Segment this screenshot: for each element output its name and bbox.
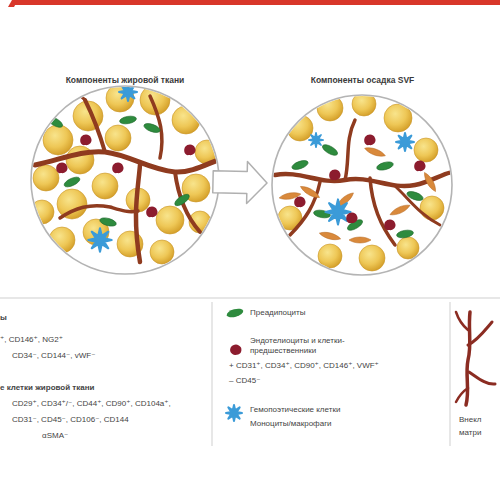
circle-background [32,87,218,273]
blood-vessel [60,206,138,218]
fat-cell [43,125,73,155]
legend-swatch-layer [224,338,248,362]
fat-cell [414,138,438,162]
matrix-branch [456,388,468,402]
blood-vessel [62,91,85,100]
fat-cell [172,106,200,134]
legend-text: Гемопоэтические клетки [250,405,400,415]
stromal-cell [422,171,438,193]
header-bar [0,0,500,5]
adipose-tissue-art [30,83,219,264]
marker-text: ы [0,313,7,323]
legend-swatch [230,344,241,355]
endothelial-cell [112,162,123,173]
circle-title: Компоненты жировой ткани [25,75,225,85]
legend-swatch-layer [222,401,246,425]
matrix-branch [468,322,492,345]
fat-cell [33,165,59,191]
divider-line [212,302,213,446]
circle-outline [31,86,219,274]
stromal-cell [389,203,411,218]
fat-cell [92,173,118,199]
endothelial-cell [414,160,425,171]
divider-line [0,298,500,299]
marker-text: – CD45⁻ [229,376,260,386]
stromal-cell [319,230,342,241]
marker-text: + CD31⁺, CD34⁺, CD90⁺, CD146⁺, VWF⁺ [229,361,379,371]
legend-text: Внекл матри [459,413,495,439]
preadipocyte [63,175,81,189]
blood-vessel [370,178,395,245]
circle-outline-layer [25,68,225,280]
tissue-circle: Компоненты осадка SVF [265,68,460,280]
fat-cell [57,189,87,219]
legend-text: Преадипоциты [250,308,400,318]
fat-cell [397,237,419,259]
fat-cell [359,245,385,271]
endothelial-cell [329,169,340,180]
fat-cell [420,196,444,220]
endothelial-cell [184,144,195,155]
circle-title: Компоненты осадка SVF [265,75,460,85]
fat-cell [318,244,342,268]
preadipocyte [291,159,309,172]
fat-cell [317,95,343,121]
legend-text: Эндотелиоциты и клетки- предшественники [250,336,368,356]
legend-swatch-layer [223,301,247,325]
preadipocyte [321,143,339,158]
divider-line [450,302,451,446]
endothelial-cell [146,206,157,217]
stromal-cell [349,237,371,243]
preadipocyte [99,216,117,227]
marker-text: Моноциты/макрофаги [250,419,332,429]
hematopoietic-cell [88,228,111,251]
marker-text: е клетки жировой ткани [0,383,94,393]
hematopoietic-cell [309,133,323,147]
preadipocyte [376,160,394,171]
marker-text: CD29⁺, CD34⁺/⁻, CD44⁺, CD90⁺, CD104a⁺, [12,399,171,409]
marker-text: CD34⁻, CD144⁻, vWF⁻ [12,351,95,361]
endothelial-cell [346,212,357,223]
endothelial-cell [384,219,395,230]
circle-outline [272,95,452,275]
matrix-icon [456,312,495,405]
fat-cell [150,240,174,264]
legend-swatch [226,405,242,421]
preadipocyte [406,190,424,203]
preadipocyte [119,115,137,125]
blood-vessel [345,120,355,180]
endothelial-cell [80,134,91,145]
hematopoietic-cell [396,133,414,151]
marker-text: αSMA⁻ [42,431,68,441]
marker-text: ⁺, CD146⁺, NG2⁺ [0,335,63,345]
preadipocyte [173,192,191,208]
matrix-branch [456,312,468,330]
blood-vessel [395,186,440,225]
stromal-cell [364,145,387,158]
matrix-branch [466,312,470,405]
marker-text: CD31⁻, CD45⁻, CD106⁻, CD144 [12,415,129,425]
endothelial-cell [294,196,305,207]
process-arrow [213,162,267,204]
preadipocyte [143,122,161,135]
blood-vessel [136,165,140,262]
header-mark [8,0,18,7]
circle-background [273,96,451,274]
fat-cell [156,206,184,234]
preadipocyte [396,229,414,239]
circle-outline-layer [265,68,460,280]
legend-swatch [226,307,244,319]
tissue-circle: Компоненты жировой ткани [25,68,225,280]
endothelial-cell [364,134,375,145]
matrix-branch [469,372,495,384]
endothelial-cell [56,162,67,173]
fat-cell [105,125,131,151]
